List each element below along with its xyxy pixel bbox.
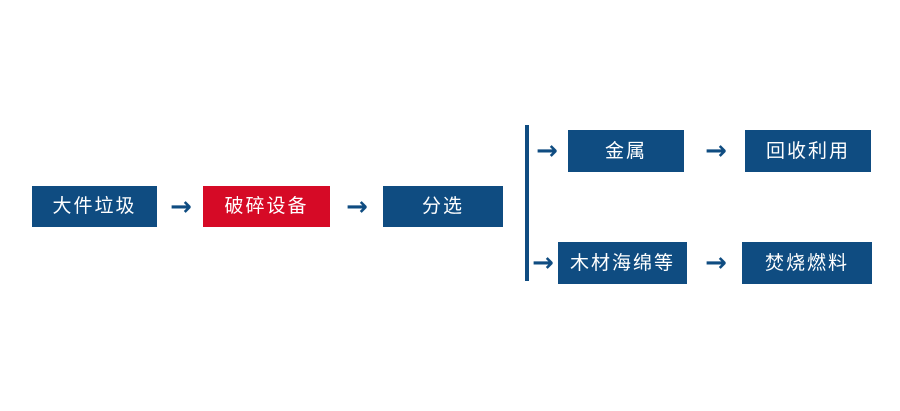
arrow-right-icon: → (536, 136, 558, 166)
arrow-right-icon: → (532, 248, 554, 278)
node-incineration-fuel[interactable]: 焚烧燃料 (742, 242, 872, 284)
arrow-right-icon: → (346, 192, 368, 222)
arrow-right-icon: → (170, 192, 192, 222)
node-crusher-equipment[interactable]: 破碎设备 (203, 186, 330, 227)
branch-vertical-line (525, 125, 529, 281)
node-sorting[interactable]: 分选 (383, 186, 503, 227)
node-wood-sponge[interactable]: 木材海绵等 (558, 242, 687, 284)
node-recycling-reuse[interactable]: 回收利用 (745, 130, 871, 172)
arrow-right-icon: → (705, 136, 727, 166)
arrow-right-icon: → (705, 248, 727, 278)
node-bulky-waste[interactable]: 大件垃圾 (32, 186, 157, 227)
node-metal[interactable]: 金属 (568, 130, 684, 172)
